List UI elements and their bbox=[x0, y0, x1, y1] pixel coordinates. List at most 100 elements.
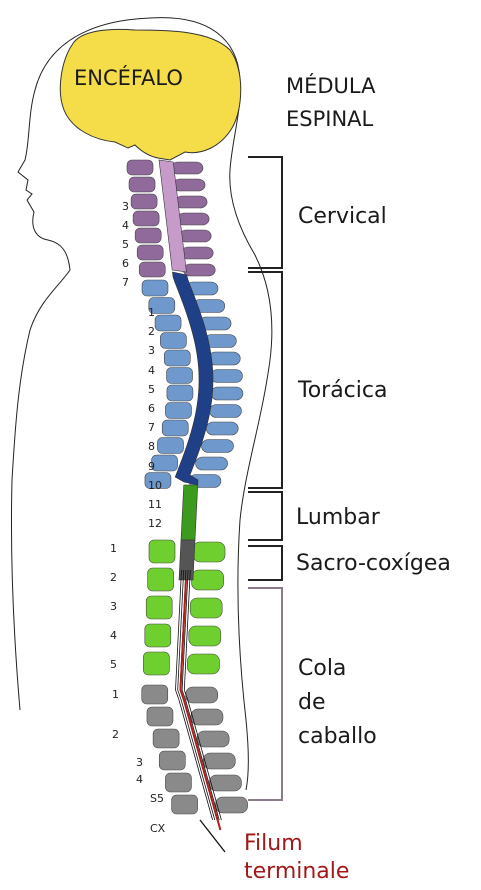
vertebra-process-sacral-0 bbox=[186, 687, 218, 703]
vertebra-number-thoracic-0: 1 bbox=[148, 306, 155, 319]
vertebra-number-thoracic-6: 7 bbox=[148, 421, 155, 434]
vertebra-number-sacral-1: 2 bbox=[112, 728, 119, 741]
vertebra-process-sacral-5 bbox=[216, 797, 248, 813]
vertebra-body-lumbar-1 bbox=[148, 568, 174, 591]
vertebra-process-cervical-3 bbox=[177, 213, 209, 225]
vertebra-body-thoracic-9 bbox=[157, 438, 183, 454]
vertebra-process-thoracic-9 bbox=[201, 440, 233, 453]
vertebra-process-cervical-1 bbox=[173, 179, 205, 191]
vertebra-body-cervical-2 bbox=[131, 194, 157, 209]
vertebra-number-thoracic-2: 3 bbox=[148, 344, 155, 357]
vertebra-number-thoracic-4: 5 bbox=[148, 383, 155, 396]
vertebra-body-sacral-2 bbox=[153, 729, 179, 748]
vertebra-body-lumbar-3 bbox=[145, 624, 171, 647]
vertebra-number-lumbar-4: 5 bbox=[110, 658, 117, 671]
vertebra-process-cervical-2 bbox=[175, 196, 207, 208]
region-toracica-label: Torácica bbox=[298, 377, 387, 404]
vertebra-process-sacral-4 bbox=[209, 775, 241, 791]
brain-label: ENCÉFALO bbox=[74, 66, 183, 90]
vertebra-number-sacral-0: 1 bbox=[112, 688, 119, 701]
vertebra-process-lumbar-2 bbox=[190, 598, 222, 618]
vertebra-number-cervical-2: 5 bbox=[122, 238, 129, 251]
vertebra-number-thoracic-9: 10 bbox=[148, 479, 162, 492]
region-cola-line-1: Cola bbox=[298, 655, 346, 682]
vertebra-body-thoracic-3 bbox=[160, 333, 186, 349]
region-lumbar-label: Lumbar bbox=[296, 504, 380, 531]
vertebra-number-thoracic-7: 8 bbox=[148, 440, 155, 453]
vertebra-body-cervical-1 bbox=[129, 177, 155, 192]
vertebra-number-cervical-4: 7 bbox=[122, 276, 129, 289]
vertebra-number-cervical-0: 3 bbox=[122, 200, 129, 213]
vertebra-number-lumbar-2: 3 bbox=[110, 600, 117, 613]
vertebra-process-thoracic-8 bbox=[206, 422, 238, 435]
vertebra-body-thoracic-10 bbox=[152, 455, 178, 471]
filum-pointer-line bbox=[200, 820, 225, 852]
vertebra-process-lumbar-1 bbox=[192, 570, 224, 590]
vertebra-body-thoracic-2 bbox=[155, 315, 181, 331]
vertebra-body-thoracic-7 bbox=[165, 403, 191, 419]
vertebra-number-thoracic-11: 12 bbox=[148, 517, 162, 530]
vertebra-process-cervical-4 bbox=[179, 230, 211, 242]
vertebra-body-thoracic-6 bbox=[167, 385, 193, 401]
vertebra-body-lumbar-0 bbox=[149, 540, 175, 563]
region-cervical-label: Cervical bbox=[298, 203, 387, 230]
vertebra-body-thoracic-4 bbox=[164, 350, 190, 366]
title-line-1: MÉDULA bbox=[286, 73, 375, 100]
vertebra-number-sacral-cx-0: CX bbox=[150, 822, 165, 835]
vertebra-body-thoracic-8 bbox=[162, 420, 188, 436]
vertebra-number-lumbar-1: 2 bbox=[110, 571, 117, 584]
vertebra-body-sacral-1 bbox=[147, 707, 173, 726]
vertebra-body-sacral-0 bbox=[142, 685, 168, 704]
vertebra-process-lumbar-3 bbox=[189, 626, 221, 646]
vertebra-process-thoracic-10 bbox=[196, 457, 228, 470]
vertebra-process-sacral-2 bbox=[197, 731, 229, 747]
vertebra-process-cervical-0 bbox=[171, 162, 203, 174]
vertebra-body-cervical-5 bbox=[137, 245, 163, 260]
vertebra-number-thoracic-3: 4 bbox=[148, 364, 155, 377]
vertebra-process-lumbar-4 bbox=[187, 654, 219, 674]
filum-line-2: terminale bbox=[244, 858, 349, 885]
vertebra-number-lumbar-0: 1 bbox=[110, 542, 117, 555]
vertebra-process-cervical-6 bbox=[183, 264, 215, 276]
vertebra-number-thoracic-10: 11 bbox=[148, 498, 162, 511]
vertebra-process-sacral-3 bbox=[203, 753, 235, 769]
vertebra-number-cervical-1: 4 bbox=[122, 219, 129, 232]
vertebra-number-thoracic-1: 2 bbox=[148, 325, 155, 338]
vertebra-body-lumbar-2 bbox=[146, 596, 172, 619]
bracket-cola bbox=[248, 588, 282, 800]
vertebra-process-thoracic-6 bbox=[211, 387, 243, 400]
brain bbox=[60, 29, 240, 160]
vertebra-number-lumbar-3: 4 bbox=[110, 629, 117, 642]
vertebra-process-lumbar-0 bbox=[193, 542, 225, 562]
vertebra-process-thoracic-7 bbox=[209, 405, 241, 418]
vertebra-process-thoracic-5 bbox=[211, 370, 243, 383]
vertebra-process-thoracic-4 bbox=[208, 352, 240, 365]
vertebra-process-cervical-5 bbox=[181, 247, 213, 259]
vertebra-number-sacral-lower-1: 4 bbox=[136, 773, 143, 786]
vertebra-body-cervical-0 bbox=[127, 160, 153, 175]
title-line-2: ESPINAL bbox=[286, 106, 373, 133]
vertebra-number-cervical-3: 6 bbox=[122, 257, 129, 270]
bracket-lumbar bbox=[248, 492, 282, 540]
vertebra-body-sacral-5 bbox=[172, 795, 198, 814]
region-sacro-label: Sacro-coxígea bbox=[296, 550, 451, 577]
bracket-toracica bbox=[248, 272, 282, 488]
vertebra-number-sacral-lower-0: 3 bbox=[136, 756, 143, 769]
vertebra-body-cervical-6 bbox=[139, 262, 165, 277]
vertebra-number-sacral-s5-0: S5 bbox=[150, 792, 164, 805]
vertebra-number-thoracic-8: 9 bbox=[148, 460, 155, 473]
vertebra-body-lumbar-4 bbox=[143, 652, 169, 675]
vertebra-body-thoracic-5 bbox=[167, 368, 193, 384]
bracket-sacro bbox=[248, 546, 282, 580]
vertebra-body-cervical-4 bbox=[135, 228, 161, 243]
region-cola-line-3: caballo bbox=[298, 723, 377, 750]
vertebra-process-sacral-1 bbox=[191, 709, 223, 725]
vertebra-body-cervical-3 bbox=[133, 211, 159, 226]
vertebra-number-thoracic-5: 6 bbox=[148, 402, 155, 415]
filum-line-1: Filum bbox=[244, 830, 303, 857]
vertebra-body-thoracic-0 bbox=[142, 280, 168, 296]
vertebra-body-sacral-3 bbox=[159, 751, 185, 770]
vertebra-body-sacral-4 bbox=[165, 773, 191, 792]
